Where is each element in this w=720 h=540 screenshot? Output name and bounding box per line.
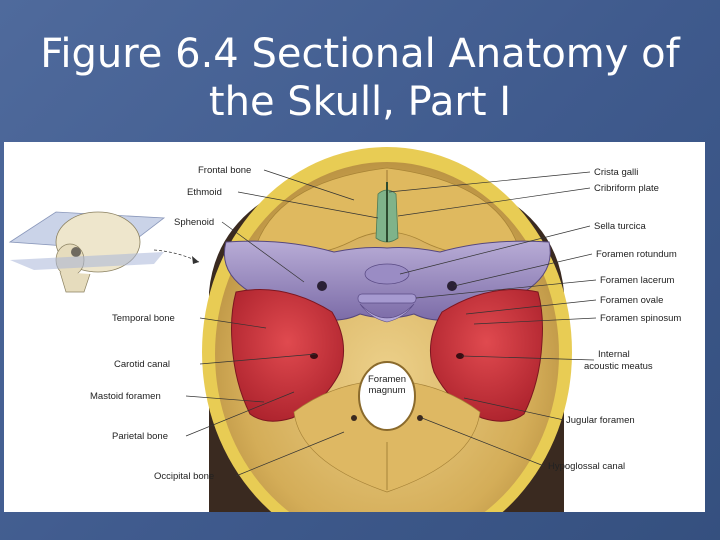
label-foramen-spinosum: Foramen spinosum [600, 313, 681, 324]
label-crista-galli: Crista galli [594, 167, 638, 178]
inset-arrow [154, 250, 199, 262]
title-line-1: Figure 6.4 Sectional Anatomy of [0, 30, 720, 78]
orientation-inset [10, 212, 199, 292]
slide-title: Figure 6.4 Sectional Anatomy of the Skul… [0, 30, 720, 126]
figure-panel: Frontal bone Ethmoid Sphenoid Temporal b… [4, 142, 705, 512]
skull-diagram: Frontal bone Ethmoid Sphenoid Temporal b… [4, 142, 705, 512]
label-sphenoid: Sphenoid [174, 217, 214, 228]
sella-turcica-shape [365, 264, 409, 284]
foramen-magnum-shape [359, 362, 415, 430]
center-labels: Foramen magnum [368, 374, 406, 396]
label-foramen-magnum-1: Foramen [368, 374, 406, 385]
label-cribriform-plate: Cribriform plate [594, 183, 659, 194]
label-carotid-canal: Carotid canal [114, 359, 170, 370]
foramen-rotundum-left [317, 281, 327, 291]
label-foramen-rotundum: Foramen rotundum [596, 249, 677, 260]
label-sella-turcica: Sella turcica [594, 221, 646, 232]
label-foramen-magnum-2: magnum [369, 385, 406, 396]
label-internal-acoustic-meatus-2: acoustic meatus [584, 361, 653, 372]
label-foramen-ovale: Foramen ovale [600, 295, 663, 306]
label-mastoid-foramen: Mastoid foramen [90, 391, 161, 402]
label-parietal-bone: Parietal bone [112, 431, 168, 442]
label-hypoglossal-canal: Hypoglossal canal [548, 461, 625, 472]
label-ethmoid: Ethmoid [187, 187, 222, 198]
label-foramen-lacerum: Foramen lacerum [600, 275, 675, 286]
label-internal-acoustic-meatus-1: Internal [598, 349, 630, 360]
title-line-2: the Skull, Part I [0, 78, 720, 126]
skull-base [202, 147, 572, 512]
label-jugular-foramen: Jugular foramen [566, 415, 635, 426]
label-temporal-bone: Temporal bone [112, 313, 175, 324]
label-occipital-bone: Occipital bone [154, 471, 214, 482]
label-frontal-bone: Frontal bone [198, 165, 251, 176]
